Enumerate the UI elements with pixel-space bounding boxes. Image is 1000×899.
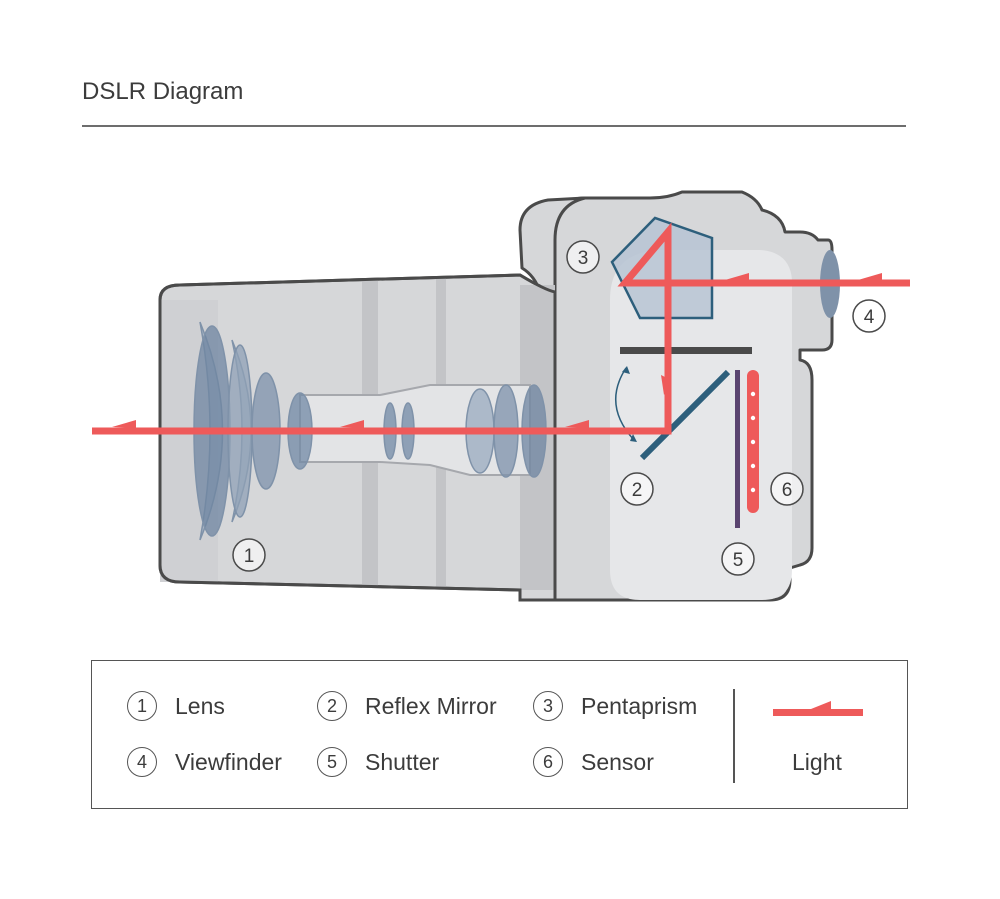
- legend-label: Reflex Mirror: [365, 692, 497, 719]
- legend-number: 5: [317, 747, 347, 777]
- sensor-dots: [750, 391, 756, 493]
- legend-label: Viewfinder: [175, 748, 282, 775]
- legend-light-label: Light: [792, 749, 842, 775]
- legend-label: Pentaprism: [581, 692, 698, 719]
- legend-divider: [733, 689, 735, 783]
- legend-item-lens: 1 Lens: [127, 691, 225, 721]
- legend-box: 1 Lens 2 Reflex Mirror 3 Pentaprism 4 Vi…: [91, 660, 908, 809]
- reflex-mirror: [639, 369, 731, 461]
- svg-text:5: 5: [733, 550, 744, 571]
- svg-text:1: 1: [244, 546, 255, 567]
- legend-item-sensor: 6 Sensor: [533, 747, 654, 777]
- grip-notch: [518, 196, 587, 294]
- light-arrows: [112, 273, 882, 428]
- legend-item-viewfinder: 4 Viewfinder: [127, 747, 282, 777]
- svg-text:6: 6: [782, 480, 793, 501]
- pentaprism: [610, 216, 714, 320]
- title-divider: [82, 125, 906, 127]
- marker-5: 5: [721, 542, 755, 576]
- legend-number: 6: [533, 747, 563, 777]
- legend-number: 4: [127, 747, 157, 777]
- legend-number: 3: [533, 691, 563, 721]
- legend-label: Lens: [175, 692, 225, 719]
- marker-4: 4: [852, 299, 886, 333]
- legend-item-pentaprism: 3 Pentaprism: [533, 691, 697, 721]
- legend-label: Shutter: [365, 748, 440, 775]
- legend-number: 2: [317, 691, 347, 721]
- marker-6: 6: [770, 472, 804, 506]
- legend-label: Sensor: [581, 748, 654, 775]
- marker-3: 3: [566, 240, 600, 274]
- shutter: [735, 370, 740, 528]
- svg-text:4: 4: [864, 307, 875, 328]
- light-swatch-icon: [773, 701, 863, 716]
- legend-item-reflex-mirror: 2 Reflex Mirror: [317, 691, 497, 721]
- light-path: [92, 222, 910, 435]
- svg-text:3: 3: [578, 248, 589, 269]
- page-title: DSLR Diagram: [82, 78, 244, 105]
- marker-2: 2: [620, 472, 654, 506]
- camera-inner-panel: [610, 250, 792, 600]
- focusing-screen: [620, 347, 752, 354]
- svg-text:2: 2: [632, 480, 643, 501]
- legend-item-shutter: 5 Shutter: [317, 747, 439, 777]
- legend-number: 1: [127, 691, 157, 721]
- marker-1: 1: [232, 538, 266, 572]
